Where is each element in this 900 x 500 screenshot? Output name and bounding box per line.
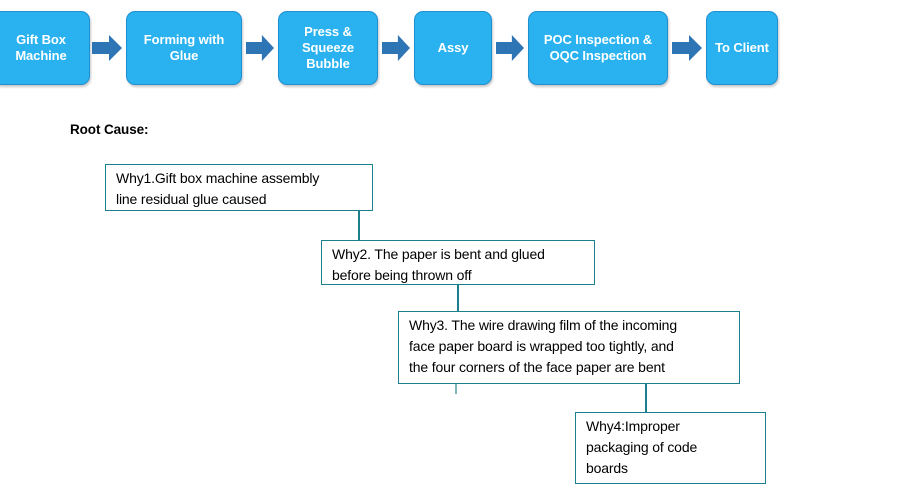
flow-arrow-icon-4 [496,33,524,63]
process-step-3[interactable]: Press & Squeeze Bubble [278,11,378,85]
connector-why2-to-why3-vertical [457,284,459,312]
process-flow-diagram: Gift Box Machine Forming with Glue Press &… [0,0,900,100]
process-step-1[interactable]: Gift Box Machine [0,11,90,85]
flow-arrow-icon-3 [382,33,410,63]
process-step-label: Forming with Glue [143,32,225,63]
process-step-5[interactable]: POC Inspection & OQC Inspection [528,11,668,85]
connector-why1-to-why2-vertical [358,210,360,241]
process-step-label: POC Inspection & OQC Inspection [543,32,653,63]
process-step-6[interactable]: To Client [706,11,778,85]
why-box-why4[interactable]: Why4:Improper packaging of code boards [575,412,766,484]
connector-why3-stub-vertical [455,384,457,394]
flow-arrow-icon-1 [92,33,122,63]
process-step-label: To Client [715,40,769,55]
connector-why3-to-why4-vertical [645,383,647,413]
root-cause-heading: Root Cause: [70,122,149,137]
why-box-why3[interactable]: Why3. The wire drawing film of the incom… [398,311,740,384]
process-step-4[interactable]: Assy [414,11,492,85]
process-step-label: Press & Squeeze Bubble [301,24,355,71]
flow-arrow-icon-5 [672,33,702,63]
why-box-why1[interactable]: Why1.Gift box machine assembly line resi… [105,164,373,211]
process-step-label: Gift Box Machine [15,32,67,63]
process-step-2[interactable]: Forming with Glue [126,11,242,85]
process-step-label: Assy [437,40,469,55]
flow-arrow-icon-2 [246,33,274,63]
why-box-why2[interactable]: Why2. The paper is bent and glued before… [321,240,595,285]
